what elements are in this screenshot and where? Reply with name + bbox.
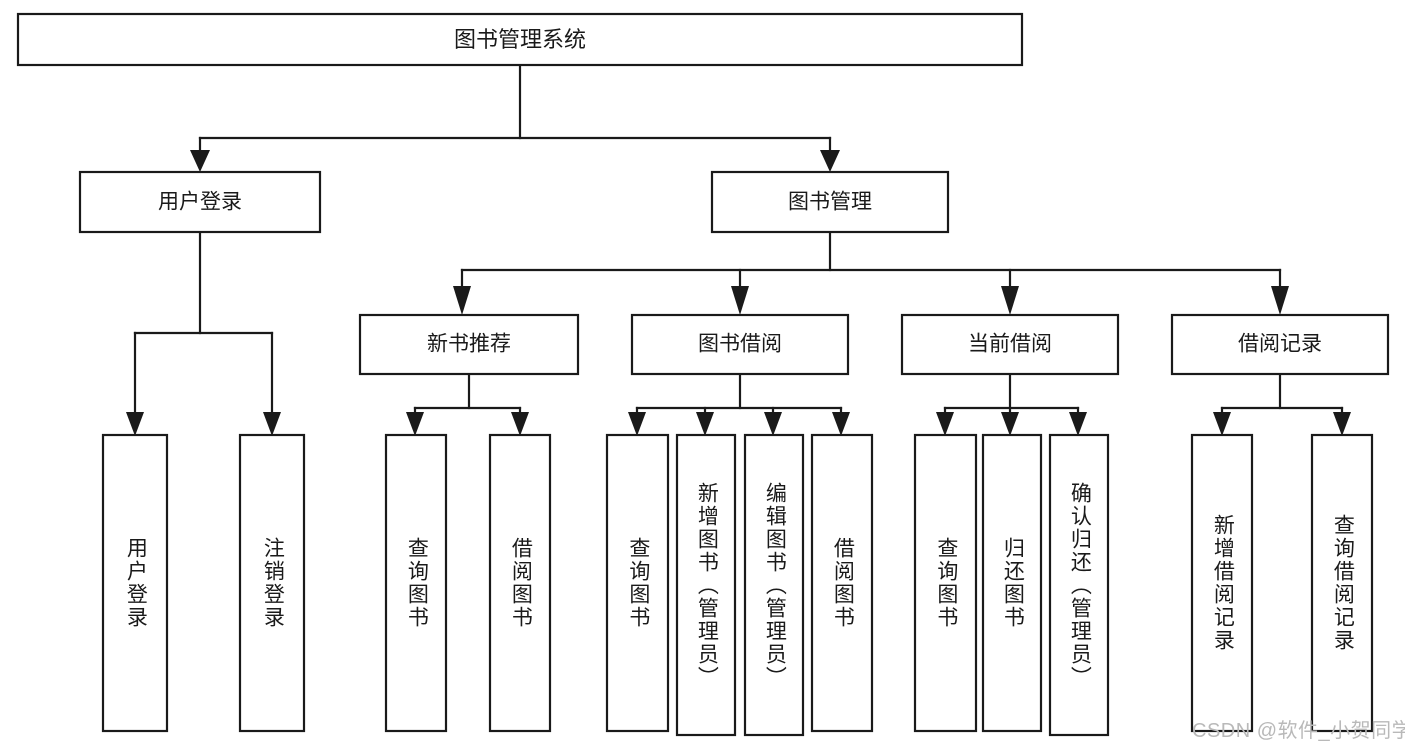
leaf-box-query-book-2[interactable] xyxy=(605,433,670,733)
node-user-login-box[interactable] xyxy=(78,170,322,234)
node-borrow-record-box[interactable] xyxy=(1170,313,1390,376)
arrowhead-book-borrow xyxy=(731,286,749,315)
node-book-manage-box[interactable] xyxy=(710,170,950,234)
arrowhead-current-borrow xyxy=(1001,286,1019,315)
arrowhead-book-manage xyxy=(820,150,840,172)
watermark-text: CSDN @软件_小贺同学 xyxy=(1192,720,1405,742)
arrowhead-leaf-user-logout xyxy=(263,412,281,436)
node-borrow-record-label: 借阅记录 xyxy=(1238,333,1322,356)
leaf-box-query-book-3[interactable] xyxy=(913,433,978,733)
node-new-book-recommend[interactable]: 新书推荐 xyxy=(358,313,580,376)
leaf-box-borrow-book-1[interactable] xyxy=(488,433,552,733)
node-borrow-record[interactable]: 借阅记录 xyxy=(1170,313,1390,376)
leaf-box-user-logout[interactable] xyxy=(238,433,306,733)
arrowhead-user-login xyxy=(190,150,210,172)
node-current-borrow[interactable]: 当前借阅 xyxy=(900,313,1120,376)
node-user-login-label: 用户登录 xyxy=(158,191,242,214)
leaf-box-query-book-1[interactable] xyxy=(384,433,448,733)
node-new-book-recommend-box[interactable] xyxy=(358,313,580,376)
arrowhead-leaf-borrow-book-2 xyxy=(832,412,850,436)
leaf-box-user-login[interactable] xyxy=(101,433,169,733)
node-user-login[interactable]: 用户登录 xyxy=(78,170,322,234)
node-book-borrow-box[interactable] xyxy=(630,313,850,376)
arrowhead-leaf-confirm-return xyxy=(1069,412,1087,436)
node-root[interactable]: 图书管理系统 xyxy=(16,12,1024,67)
node-new-book-recommend-label: 新书推荐 xyxy=(427,333,511,356)
leaf-box-return-book[interactable] xyxy=(981,433,1043,733)
arrowhead-leaf-query-book-3 xyxy=(936,412,954,436)
arrowhead-leaf-query-book-2 xyxy=(628,412,646,436)
arrowhead-new-book-recommend xyxy=(453,286,471,315)
arrowhead-leaf-return-book xyxy=(1001,412,1019,436)
node-root-label: 图书管理系统 xyxy=(454,27,586,52)
leaf-box-query-record[interactable] xyxy=(1310,433,1374,733)
arrowhead-leaf-query-book-1 xyxy=(406,412,424,436)
node-book-manage-label: 图书管理 xyxy=(788,191,872,214)
arrowhead-leaf-add-book xyxy=(696,412,714,436)
arrowhead-leaf-user-login xyxy=(126,412,144,436)
node-root-box[interactable] xyxy=(16,12,1024,67)
arrowhead-leaf-query-record xyxy=(1333,412,1351,436)
leaf-box-add-record[interactable] xyxy=(1190,433,1254,733)
arrowhead-leaf-borrow-book-1 xyxy=(511,412,529,436)
leaf-box-add-book[interactable] xyxy=(675,433,737,737)
node-book-borrow[interactable]: 图书借阅 xyxy=(630,313,850,376)
node-current-borrow-box[interactable] xyxy=(900,313,1120,376)
node-book-borrow-label: 图书借阅 xyxy=(698,333,782,356)
arrowhead-leaf-add-record xyxy=(1213,412,1231,436)
node-current-borrow-label: 当前借阅 xyxy=(968,333,1052,356)
leaf-box-borrow-book-2[interactable] xyxy=(810,433,874,733)
node-book-manage[interactable]: 图书管理 xyxy=(710,170,950,234)
arrowhead-leaf-edit-book xyxy=(764,412,782,436)
connector-group xyxy=(126,63,1351,436)
leaf-box-edit-book[interactable] xyxy=(743,433,805,737)
leaf-box-confirm-return[interactable] xyxy=(1048,433,1110,737)
arrowhead-borrow-record xyxy=(1271,286,1289,315)
